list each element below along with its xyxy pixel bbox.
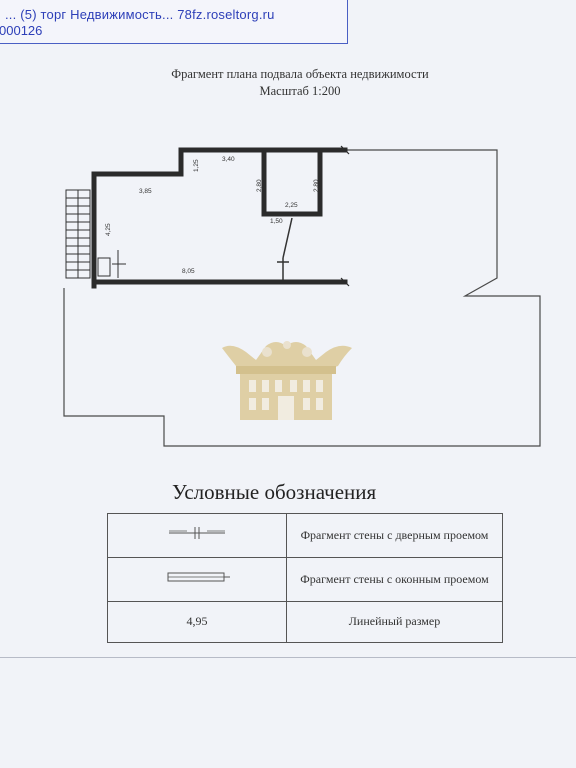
header-box: ... (5) торг Недвижимость... 78fz.roselt… (0, 0, 348, 44)
dim-280a: 2,80 (256, 179, 263, 192)
dim-280b: 2,80 (313, 179, 320, 192)
plan-scale: Масштаб 1:200 (259, 84, 341, 98)
divider (0, 657, 576, 658)
door-swing-icon (277, 217, 293, 280)
basement-outline (63, 149, 541, 447)
unit-walls (91, 147, 348, 289)
plan-title: Фрагмент плана подвала объекта недвижимо… (0, 66, 576, 100)
corner-ticks (340, 145, 350, 287)
legend-title: Условные обозначения (172, 480, 377, 504)
header-source-text: ... (5) торг Недвижимость... 78fz.roselt… (5, 7, 275, 22)
dim-225: 2,25 (285, 202, 298, 209)
header-id-text: 000126 (0, 23, 43, 38)
plan-title-line1: Фрагмент плана подвала объекта недвижимо… (171, 67, 429, 81)
legend-description: Фрагмент стены с оконным проемом (286, 556, 503, 602)
crown-watermark-icon (222, 341, 352, 420)
legend-description: Линейный размер (286, 600, 503, 644)
legend-symbol-cell (107, 556, 287, 602)
legend-table: Фрагмент стены с дверным проемом Фрагмен… (107, 513, 503, 644)
door-icon (97, 250, 126, 278)
legend-row: Фрагмент стены с оконным проемом (107, 556, 503, 602)
legend-dimension-sample: 4,95 (107, 600, 287, 644)
dim-150: 1,50 (270, 218, 283, 225)
legend-symbol-cell (107, 513, 287, 558)
legend-row: Фрагмент стены с дверным проемом (107, 513, 503, 558)
dim-425: 4,25 (105, 223, 112, 236)
stair-icon (65, 189, 91, 279)
legend-row: 4,95 Линейный размер (107, 600, 503, 644)
dim-385: 3,85 (139, 188, 152, 195)
floor-plan-drawing: 3,40 1,25 3,85 2,80 2,80 2,25 1,50 4,25 … (63, 145, 541, 447)
door-wall-icon (169, 527, 225, 540)
dim-340: 3,40 (222, 156, 235, 163)
dim-125: 1,25 (193, 159, 200, 172)
window-wall-icon (167, 572, 230, 582)
legend-description: Фрагмент стены с дверным проемом (286, 513, 503, 558)
dim-805: 8,05 (182, 268, 195, 275)
